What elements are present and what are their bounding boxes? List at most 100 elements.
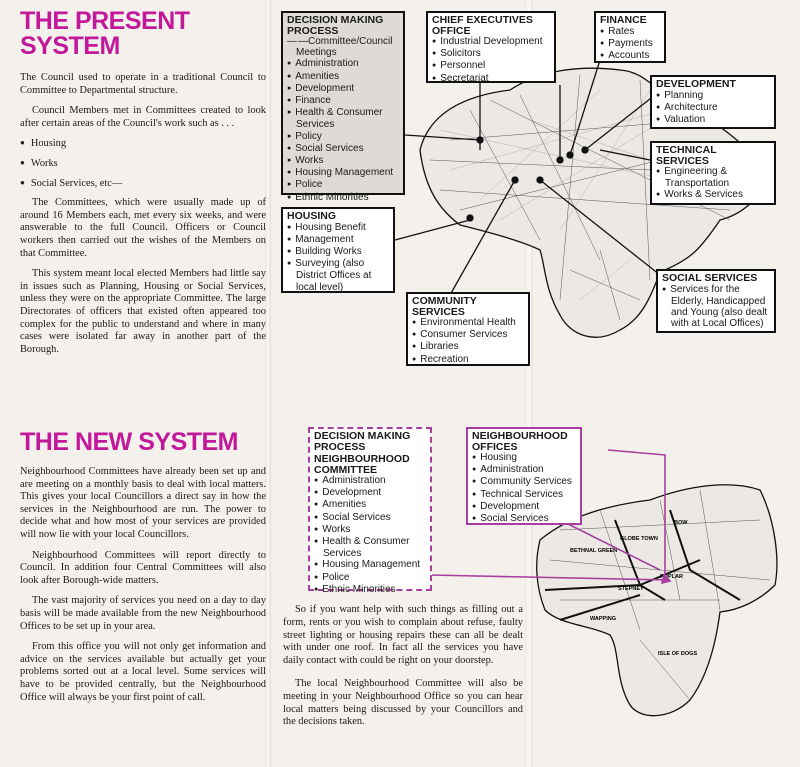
new-text-column: Neighbourhood Committees have already be…: [20, 466, 266, 712]
page-fold-right: [525, 0, 533, 767]
box-social-services: SOCIAL SERVICES Services for the Elderly…: [656, 269, 776, 333]
box-item: Valuation: [656, 114, 770, 126]
box-item: Works: [287, 155, 399, 167]
box-item: Ethnic Minorities: [287, 192, 399, 204]
box-decision-making-new: DECISION MAKING PROCESS NEIGHBOURHOOD CO…: [308, 427, 432, 595]
box-item: Technical Services: [472, 489, 576, 501]
map-label-poplar: POPLAR: [660, 574, 683, 580]
box-item: Housing Benefit: [287, 222, 389, 234]
box-item: Services for the Elderly, Handicapped an…: [662, 284, 770, 330]
box-item: Building Works: [287, 246, 389, 258]
new-mid-para2: The local Neighbourhood Committee will a…: [283, 677, 523, 728]
new-title: THE NEW SYSTEM: [20, 428, 239, 456]
box-finance: FINANCE Rates Payments Accounts: [594, 11, 666, 63]
box-title: DECISION MAKING PROCESS: [314, 430, 411, 453]
box-chief-executives: CHIEF EXECUTIVES OFFICE Industrial Devel…: [426, 11, 556, 85]
box-item: Accounts: [600, 50, 660, 62]
box-item: Environmental Health: [412, 317, 524, 329]
box-item: Amenities: [287, 71, 399, 83]
map-label-wapping: WAPPING: [590, 616, 616, 622]
box-decision-making-present: DECISION MAKING PROCESS —Committee/Counc…: [281, 11, 405, 203]
box-item: Solicitors: [432, 48, 550, 60]
box-item: Planning: [656, 90, 770, 102]
box-item: Police: [287, 179, 399, 191]
page-fold-left: [265, 0, 271, 767]
map-label-stepney: STEPNEY: [618, 586, 644, 592]
box-item: Amenities: [314, 499, 426, 511]
box-item: Administration: [314, 475, 426, 487]
box-title: NEIGHBOURHOOD OFFICES: [472, 430, 568, 453]
present-borough-map: [419, 67, 771, 338]
box-item: Health & Consumer Services: [314, 536, 426, 559]
new-para3: The vast majority of services you need o…: [20, 595, 266, 632]
new-middle-text: So if you want help with such things as …: [283, 604, 523, 739]
map-label-isle-of-dogs: ISLE OF DOGS: [658, 651, 697, 657]
box-item: Consumer Services: [412, 329, 524, 341]
box-item: Housing Management: [287, 167, 399, 179]
present-para2: Council Members met in Committees create…: [20, 105, 266, 129]
present-title: THE PRESENT SYSTEM: [20, 9, 190, 59]
present-bullet: Housing: [20, 138, 266, 151]
new-connector-lines: [429, 449, 672, 585]
box-item: Works: [314, 524, 426, 536]
box-title: TECHNICAL SERVICES: [656, 144, 717, 167]
box-item: Administration: [472, 464, 576, 476]
box-title: SOCIAL SERVICES: [662, 272, 758, 284]
box-title: DECISION MAKING PROCESS: [287, 14, 384, 37]
box-item: Ethnic Minorities: [314, 584, 426, 596]
new-para2: Neighbourhood Committees will report dir…: [20, 549, 266, 586]
new-para4: From this office you will not only get i…: [20, 641, 266, 703]
box-item: Development: [287, 83, 399, 95]
box-item: Social Services: [314, 512, 426, 524]
box-title: DEVELOPMENT: [656, 78, 736, 90]
box-item: Development: [472, 501, 576, 513]
new-para1: Neighbourhood Committees have already be…: [20, 466, 266, 540]
present-bullet: Social Services, etc—: [20, 178, 266, 191]
box-item: Policy: [287, 131, 399, 143]
box-technical-services: TECHNICAL SERVICES Engineering & Transpo…: [650, 141, 776, 205]
map-label-bow: BOW: [674, 520, 688, 526]
box-community-services: COMMUNITY SERVICES Environmental Health …: [406, 292, 530, 366]
box-item: Social Services: [287, 143, 399, 155]
box-item: Works & Services: [656, 189, 770, 201]
box-item: Recreation: [412, 354, 524, 366]
box-development: DEVELOPMENT Planning Architecture Valuat…: [650, 75, 776, 129]
box-item: Industrial Development: [432, 36, 550, 48]
box-item: Administration: [287, 58, 399, 70]
box-item: Libraries: [412, 341, 524, 353]
box-item: Payments: [600, 38, 660, 50]
box-item: Rates: [600, 26, 660, 38]
new-mid-para1: So if you want help with such things as …: [283, 604, 523, 667]
box-item: Development: [314, 487, 426, 499]
present-intro: The Council used to operate in a traditi…: [20, 72, 266, 96]
present-bullet-list: Housing Works Social Services, etc—: [20, 138, 266, 190]
present-text-column: The Council used to operate in a traditi…: [20, 72, 266, 364]
present-title-line1: THE PRESENT: [20, 7, 190, 35]
new-borough-map: BOW GLOBE TOWN BETHNAL GREEN POPLAR STEP…: [536, 484, 778, 717]
box-item: Management: [287, 234, 389, 246]
box-item: Housing Management: [314, 559, 426, 571]
present-bullet: Works: [20, 158, 266, 171]
present-para4: This system meant local elected Members …: [20, 268, 266, 355]
present-title-line2: SYSTEM: [20, 32, 120, 60]
box-item: Police: [314, 572, 426, 584]
box-title: FINANCE: [600, 14, 647, 26]
box-subtitle: NEIGHBOURHOOD COMMITTEE: [314, 453, 410, 476]
box-item: Community Services: [472, 476, 576, 488]
present-para3: The Committees, which were usually made …: [20, 197, 266, 259]
box-item: Secretariat: [432, 73, 550, 85]
box-item: Engineering & Transportation: [656, 166, 770, 189]
present-connector-lines: [394, 59, 661, 296]
box-item: Health & Consumer Services: [287, 107, 399, 130]
box-item: Finance: [287, 95, 399, 107]
box-housing: HOUSING Housing Benefit Management Build…: [281, 207, 395, 293]
box-title: COMMUNITY SERVICES: [412, 295, 477, 318]
box-item: Surveying (also District Offices at loca…: [287, 258, 389, 293]
box-item: —Committee/Council Meetings: [287, 36, 399, 58]
map-label-bethnal-green: BETHNAL GREEN: [570, 548, 617, 554]
box-item: Housing: [472, 452, 576, 464]
box-item: Architecture: [656, 102, 770, 114]
box-neighbourhood-offices: NEIGHBOURHOOD OFFICES Housing Administra…: [466, 427, 582, 525]
box-item: Social Services: [472, 513, 576, 525]
